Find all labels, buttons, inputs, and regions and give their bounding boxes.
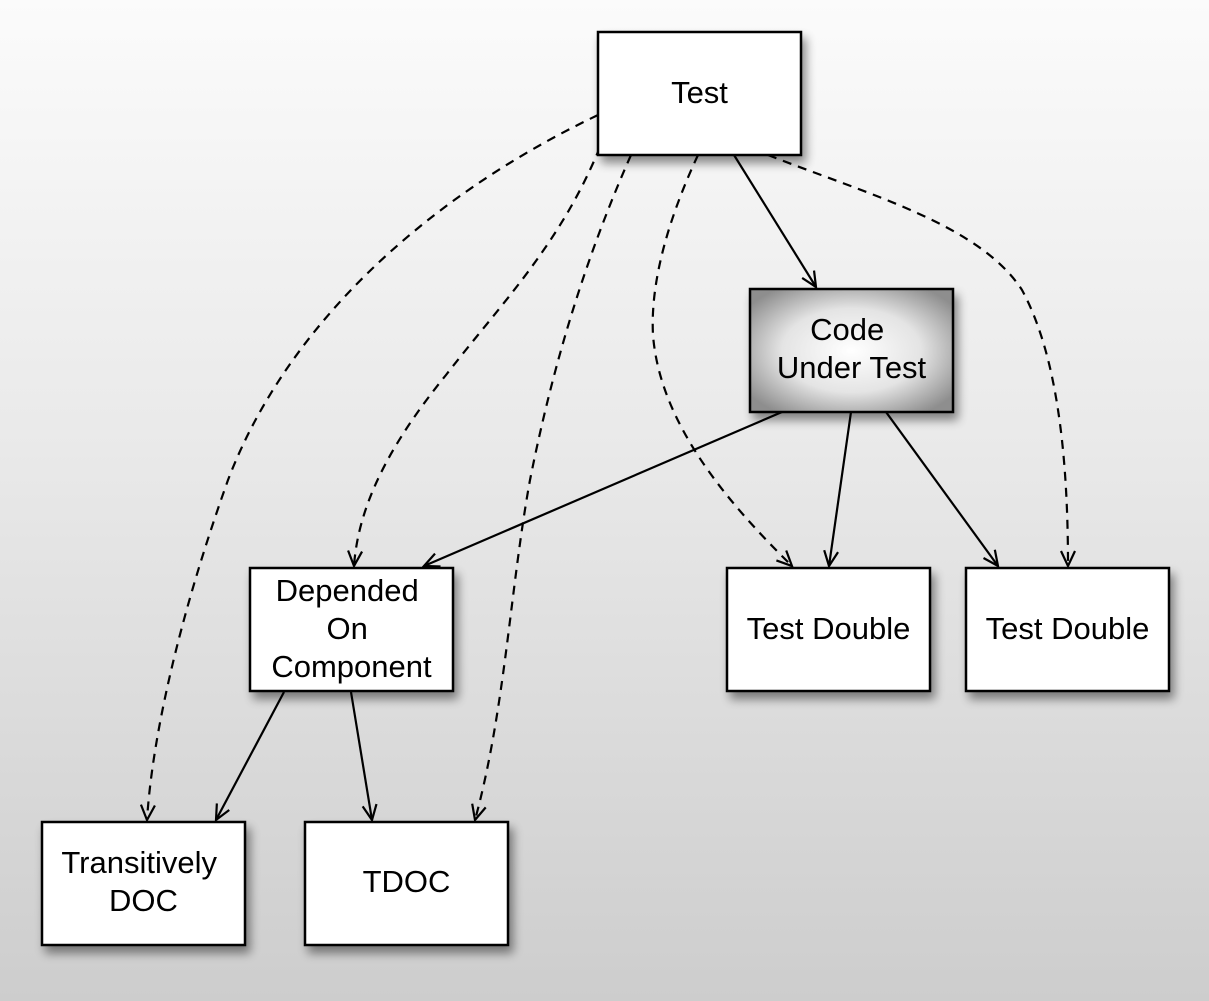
edge-test-to-test-double-left: [651, 154, 792, 566]
node-tdoc: TDOC: [303, 820, 510, 947]
node-test-double-right: Test Double: [964, 566, 1171, 693]
node-depended-on-component-label-line-1: Depended: [276, 573, 419, 608]
edge-code-under-test-to-test-double-left: [829, 411, 853, 566]
edge-depended-on-component-to-transitively-doc: [216, 691, 285, 820]
node-depended-on-component-label-line-2: On: [327, 611, 368, 646]
edge-depended-on-component-to-tdoc: [349, 691, 372, 820]
node-depended-on-component: Depended On Component: [248, 566, 455, 693]
node-transitively-doc-label-line-2: DOC: [109, 883, 178, 918]
node-transitively-doc-label-line-1: Transitively: [61, 845, 217, 880]
node-depended-on-component-label-line-3: Component: [271, 649, 432, 684]
svg-text:TDOC: TDOC: [363, 864, 451, 899]
svg-text:Depended On Co: Depended On Component: [271, 573, 432, 684]
node-test-double-right-label-line-1: Test Double: [986, 611, 1150, 646]
edge-code-under-test-to-test-double-right: [885, 411, 998, 566]
node-tdoc-label-line-1: TDOC: [363, 864, 451, 899]
svg-text:Code Under Test: Code Under Test: [777, 312, 927, 385]
svg-text:Test: Test: [671, 75, 728, 110]
node-test-double-left-label-line-1: Test Double: [747, 611, 911, 646]
node-test-label-line-1: Test: [671, 75, 728, 110]
node-test-double-left: Test Double: [725, 566, 932, 693]
edge-test-to-tdoc: [475, 154, 633, 820]
svg-text:Test Double: Test Double: [747, 611, 911, 646]
edge-test-to-transitively-doc: [147, 114, 599, 820]
nodes-layer: Test Code Under Test Depended On Compone…: [40, 30, 1171, 947]
node-code-under-test-label-line-1: Code: [810, 312, 884, 347]
edge-test-to-code-under-test: [733, 154, 816, 287]
node-transitively-doc: Transitively DOC: [40, 820, 247, 947]
node-test: Test: [596, 30, 803, 157]
svg-text:Transitively DOC: Transitively DOC: [61, 845, 225, 918]
svg-text:Test Double: Test Double: [986, 611, 1150, 646]
edge-test-to-test-double-right: [767, 153, 1068, 566]
node-code-under-test-label-line-2: Under Test: [777, 350, 927, 385]
edge-code-under-test-to-depended-on-component: [424, 410, 783, 566]
edges-layer: [147, 114, 1068, 820]
edge-test-to-depended-on-component: [354, 146, 602, 566]
node-code-under-test: Code Under Test: [748, 287, 955, 414]
